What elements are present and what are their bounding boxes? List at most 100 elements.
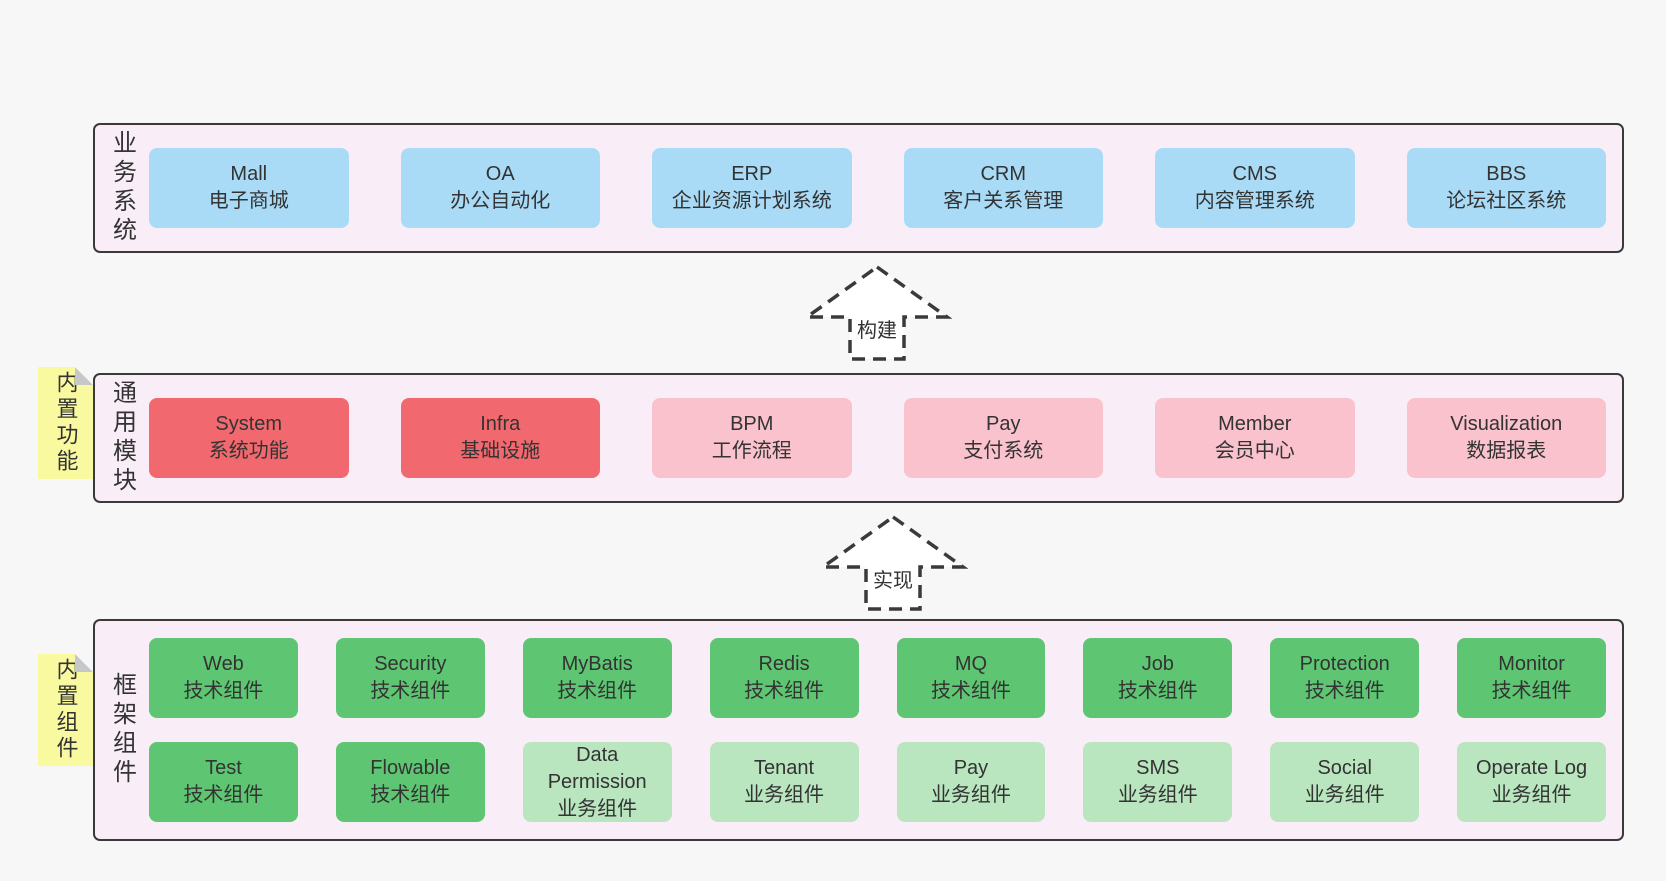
components-row-2: Test 技术组件 Flowable 技术组件 Data Permission … bbox=[149, 742, 1606, 822]
box-pay-component: Pay 业务组件 bbox=[896, 742, 1046, 822]
box-title: Visualization bbox=[1450, 413, 1563, 435]
sticky-note-built-in-features: 内置功能 bbox=[38, 367, 93, 479]
box-title: ERP bbox=[731, 163, 773, 185]
box-sms: SMS 业务组件 bbox=[1083, 742, 1233, 822]
box-subtitle: 企业资源计划系统 bbox=[671, 190, 832, 212]
box-web: Web 技术组件 bbox=[149, 638, 298, 718]
band-label-business: 业务系统 bbox=[108, 130, 136, 246]
box-subtitle: 会员中心 bbox=[1214, 440, 1295, 462]
box-subtitle: 业务组件 bbox=[1304, 784, 1385, 806]
band-label-column: 通用模块 bbox=[95, 375, 149, 501]
box-job: Job 技术组件 bbox=[1083, 638, 1233, 718]
box-title: Operate Log bbox=[1475, 757, 1588, 779]
box-title: SMS bbox=[1136, 757, 1180, 779]
band-label-components: 框架组件 bbox=[108, 672, 136, 788]
box-subtitle: 业务组件 bbox=[744, 784, 825, 806]
box-flowable: Flowable 技术组件 bbox=[335, 742, 485, 822]
box-subtitle: 业务组件 bbox=[557, 797, 638, 820]
box-title: Mall bbox=[230, 163, 268, 185]
box-title: Pay bbox=[953, 757, 989, 779]
box-member: Member 会员中心 bbox=[1155, 398, 1355, 478]
arrow-implement: 实现 bbox=[818, 512, 968, 612]
box-title: Pay bbox=[986, 413, 1021, 435]
box-title: Member bbox=[1218, 413, 1292, 435]
box-subtitle: 论坛社区系统 bbox=[1446, 190, 1567, 212]
band-business-systems: 业务系统 Mall 电子商城 OA 办公自动化 ERP 企业资源计划系统 CRM… bbox=[93, 123, 1624, 253]
sticky-fold-icon bbox=[75, 654, 93, 672]
box-title: Redis bbox=[758, 653, 810, 675]
box-subtitle: 技术组件 bbox=[183, 680, 264, 702]
box-title: Monitor bbox=[1498, 653, 1565, 675]
box-title: Job bbox=[1141, 653, 1174, 675]
box-title: Data Permission bbox=[547, 743, 647, 793]
box-mybatis: MyBatis 技术组件 bbox=[522, 638, 672, 718]
box-subtitle: 办公自动化 bbox=[450, 190, 551, 212]
arrow-build-label: 构建 bbox=[857, 320, 897, 342]
band-label-column: 业务系统 bbox=[95, 125, 149, 251]
components-row-1: Web 技术组件 Security 技术组件 MyBatis 技术组件 Redi… bbox=[149, 638, 1606, 718]
box-title: System bbox=[215, 413, 283, 435]
box-pay-module: Pay 支付系统 bbox=[903, 398, 1103, 478]
box-title: Test bbox=[205, 757, 242, 779]
box-title: MQ bbox=[954, 653, 988, 675]
box-subtitle: 技术组件 bbox=[930, 680, 1011, 702]
box-operate-log: Operate Log 业务组件 bbox=[1457, 742, 1606, 822]
box-subtitle: 技术组件 bbox=[557, 680, 638, 702]
dashed-up-arrow-icon bbox=[818, 514, 968, 611]
box-visualization: Visualization 数据报表 bbox=[1406, 398, 1606, 478]
box-title: Social bbox=[1317, 757, 1372, 779]
box-subtitle: 电子商城 bbox=[208, 190, 289, 212]
box-title: Flowable bbox=[370, 757, 451, 779]
box-subtitle: 数据报表 bbox=[1466, 440, 1547, 462]
box-subtitle: 技术组件 bbox=[1304, 680, 1385, 702]
sticky-fold-icon bbox=[75, 367, 93, 385]
box-infra: Infra 基础设施 bbox=[400, 398, 600, 478]
box-subtitle: 技术组件 bbox=[1491, 680, 1572, 702]
box-cms: CMS 内容管理系统 bbox=[1155, 148, 1355, 228]
box-erp: ERP 企业资源计划系统 bbox=[652, 148, 852, 228]
box-title: Protection bbox=[1299, 653, 1390, 675]
box-subtitle: 技术组件 bbox=[1117, 680, 1198, 702]
box-mq: MQ 技术组件 bbox=[896, 638, 1046, 718]
band-common-modules: 通用模块 System 系统功能 Infra 基础设施 BPM 工作流程 Pay… bbox=[93, 373, 1624, 503]
sticky-label: 内置组件 bbox=[53, 658, 79, 762]
box-subtitle: 技术组件 bbox=[183, 784, 264, 806]
box-security: Security 技术组件 bbox=[335, 638, 485, 718]
box-subtitle: 技术组件 bbox=[370, 784, 451, 806]
band-framework-components: 框架组件 Web 技术组件 Security 技术组件 MyBatis 技术组件… bbox=[93, 619, 1624, 841]
box-title: MyBatis bbox=[561, 653, 633, 675]
box-tenant: Tenant 业务组件 bbox=[709, 742, 859, 822]
box-subtitle: 内容管理系统 bbox=[1194, 190, 1315, 212]
box-title: Tenant bbox=[754, 757, 815, 779]
box-test: Test 技术组件 bbox=[149, 742, 298, 822]
box-title: OA bbox=[485, 163, 515, 185]
box-subtitle: 技术组件 bbox=[744, 680, 825, 702]
box-data-permission: Data Permission 业务组件 bbox=[522, 742, 672, 822]
box-subtitle: 业务组件 bbox=[1491, 784, 1572, 806]
box-social: Social 业务组件 bbox=[1270, 742, 1420, 822]
box-title: BBS bbox=[1486, 163, 1527, 185]
box-redis: Redis 技术组件 bbox=[709, 638, 859, 718]
box-subtitle: 客户关系管理 bbox=[943, 190, 1064, 212]
band-label-column: 框架组件 bbox=[95, 621, 149, 839]
business-boxes-row: Mall 电子商城 OA 办公自动化 ERP 企业资源计划系统 CRM 客户关系… bbox=[149, 125, 1622, 251]
components-rows: Web 技术组件 Security 技术组件 MyBatis 技术组件 Redi… bbox=[149, 621, 1622, 839]
box-title: BPM bbox=[730, 413, 774, 435]
box-subtitle: 基础设施 bbox=[460, 440, 541, 462]
box-monitor: Monitor 技术组件 bbox=[1457, 638, 1606, 718]
box-title: CRM bbox=[980, 163, 1027, 185]
box-bpm: BPM 工作流程 bbox=[652, 398, 852, 478]
box-subtitle: 支付系统 bbox=[963, 440, 1044, 462]
box-subtitle: 业务组件 bbox=[930, 784, 1011, 806]
box-subtitle: 业务组件 bbox=[1117, 784, 1198, 806]
box-protection: Protection 技术组件 bbox=[1270, 638, 1420, 718]
box-subtitle: 系统功能 bbox=[208, 440, 289, 462]
sticky-note-built-in-components: 内置组件 bbox=[38, 654, 93, 766]
box-subtitle: 技术组件 bbox=[370, 680, 451, 702]
box-system: System 系统功能 bbox=[149, 398, 349, 478]
box-title: CMS bbox=[1232, 163, 1277, 185]
band-label-modules: 通用模块 bbox=[108, 380, 136, 496]
box-title: Security bbox=[374, 653, 447, 675]
box-bbs: BBS 论坛社区系统 bbox=[1406, 148, 1606, 228]
